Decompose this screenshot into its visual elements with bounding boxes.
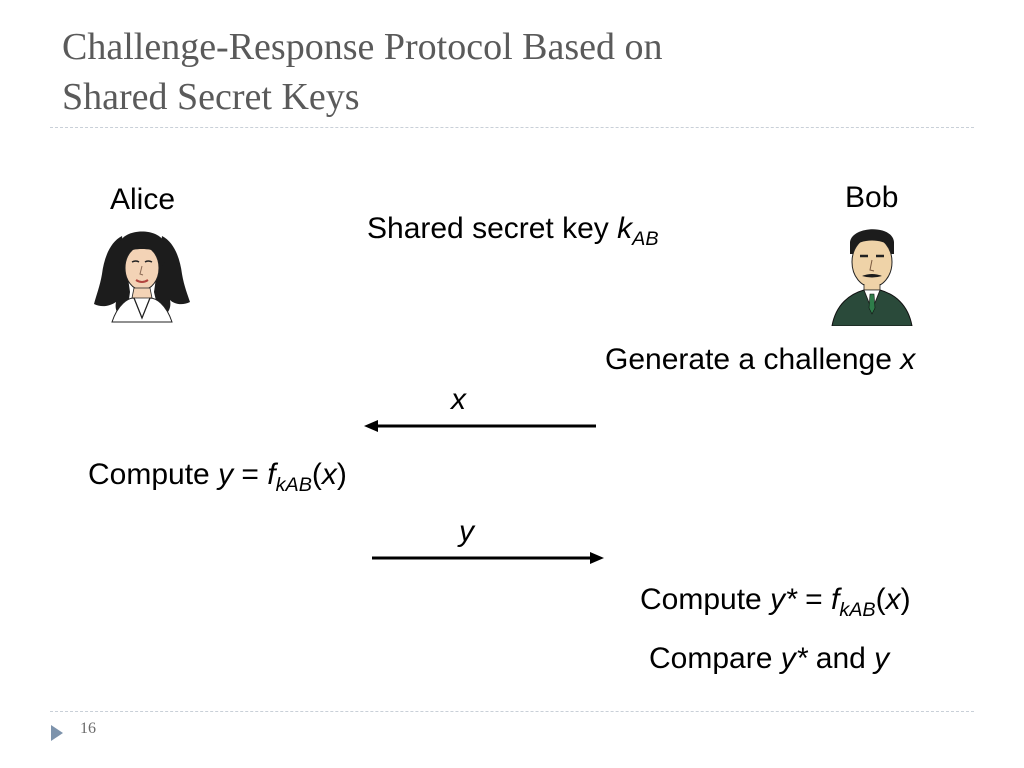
alice-function-subscript: kAB — [275, 473, 312, 496]
generate-challenge-text: Generate a challenge x — [605, 342, 915, 378]
compare-prefix: Compare — [649, 642, 773, 675]
bob-right-paren: ) — [900, 583, 911, 616]
message-x-label: x — [451, 383, 466, 416]
shared-key-label: Shared secret key — [367, 212, 609, 245]
compare-text: Compare y* and y — [649, 641, 889, 677]
slide-title-line-2: Shared Secret Keys — [62, 76, 360, 118]
bob-left-paren: ( — [875, 583, 886, 616]
shared-key-text: Shared secret key kAB — [367, 211, 659, 250]
compare-and: and — [815, 642, 866, 675]
bob-function: f — [830, 583, 840, 616]
slide-number: 16 — [80, 720, 96, 737]
alice-right-paren: ) — [336, 458, 347, 491]
alice-equals: = — [241, 458, 259, 491]
slide-title-line-1: Challenge-Response Protocol Based on — [62, 26, 663, 68]
compare-y-star: y* — [780, 642, 808, 675]
bob-function-subscript: kAB — [839, 598, 876, 621]
bob-argument: x — [885, 583, 901, 616]
alice-left-paren: ( — [311, 458, 322, 491]
alice-label: Alice — [110, 183, 176, 216]
bob-portrait-icon — [831, 229, 913, 326]
arrow-bob-to-alice — [364, 420, 596, 432]
compare-y: y — [874, 642, 890, 675]
bob-label: Bob — [845, 181, 899, 214]
alice-y-variable: y — [218, 458, 234, 491]
shared-key-variable: k — [617, 212, 633, 245]
alice-compute-text: Compute y = fkAB(x) — [88, 457, 347, 496]
arrow-alice-to-bob — [372, 552, 604, 564]
slide-title: Challenge-Response Protocol Based on Sha… — [62, 22, 663, 122]
triangle-bullet-icon — [51, 725, 63, 741]
alice-compute-prefix: Compute — [88, 458, 210, 491]
challenge-variable: x — [900, 343, 916, 376]
bob-compute-text: Compute y* = fkAB(x) — [640, 582, 911, 621]
title-divider — [50, 127, 974, 128]
shared-key-subscript: AB — [632, 227, 659, 250]
message-y-label: y — [459, 515, 474, 548]
alice-function: f — [267, 458, 276, 491]
footer-divider — [50, 711, 974, 712]
alice-argument: x — [321, 458, 337, 491]
bob-y-star-variable: y* — [770, 583, 797, 616]
bob-compute-prefix: Compute — [640, 583, 762, 616]
alice-portrait-icon — [94, 231, 190, 323]
bob-equals: = — [805, 583, 823, 616]
generate-challenge-label: Generate a challenge — [605, 343, 892, 376]
